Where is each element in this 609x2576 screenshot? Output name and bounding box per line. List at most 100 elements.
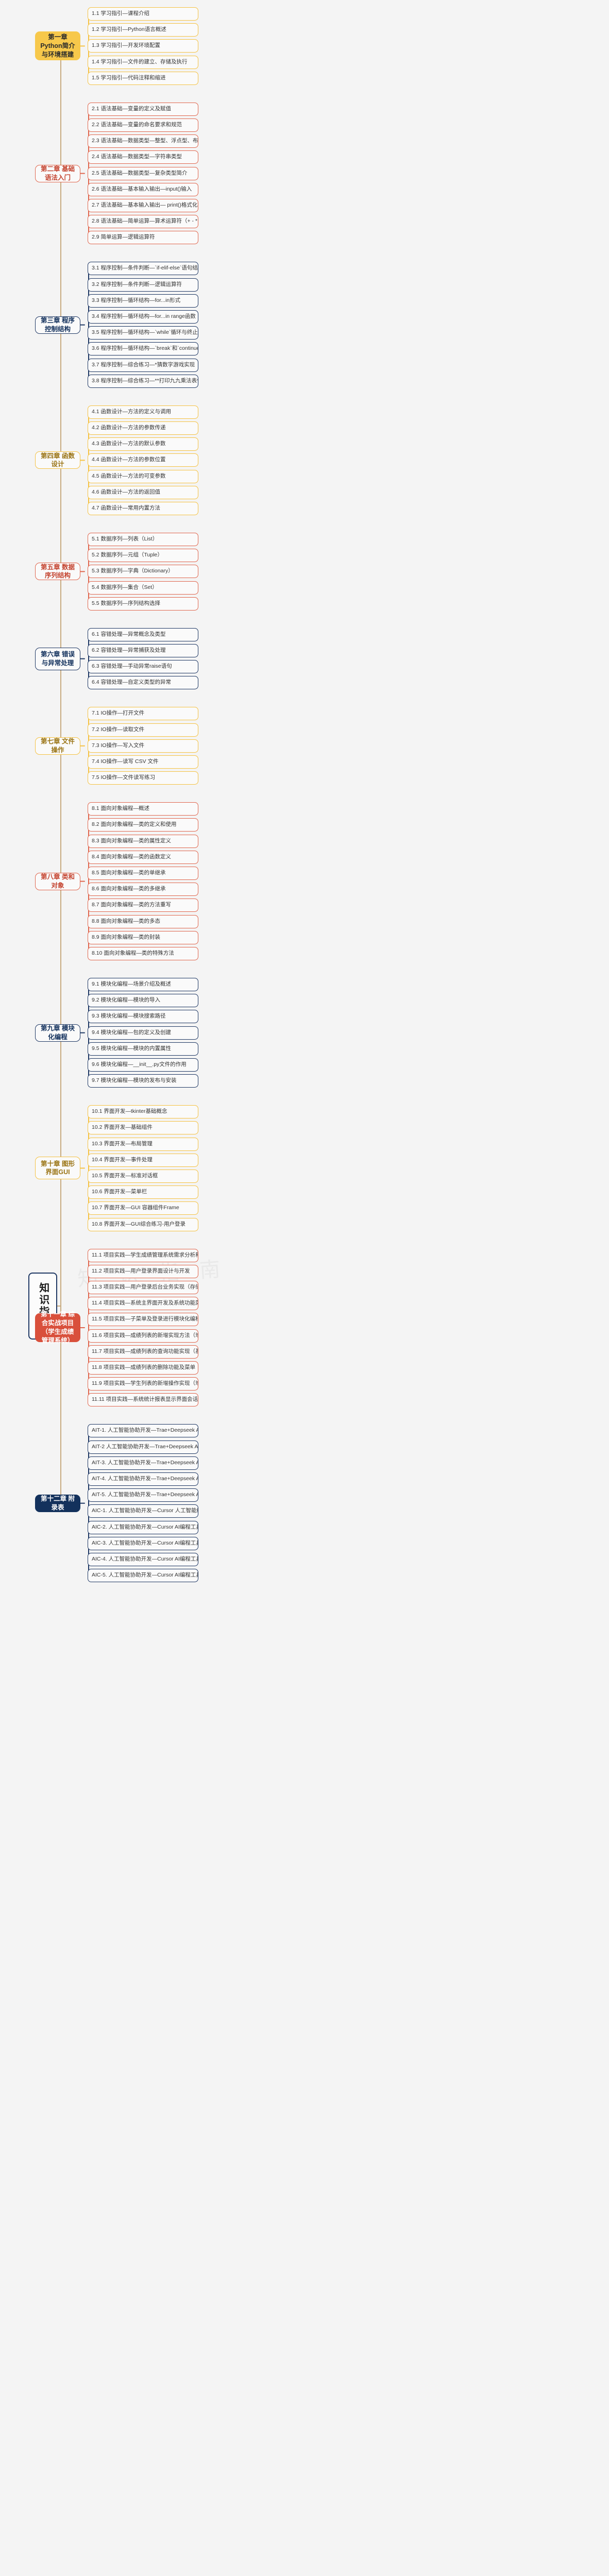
- leaf-node[interactable]: 5.5 数据序列—序列结构选择: [88, 597, 198, 611]
- leaf-node[interactable]: 3.7 程序控制—综合练习—*猜数字游戏实现: [88, 358, 198, 372]
- leaf-node[interactable]: 8.8 面向对象编程—类的多态: [88, 914, 198, 928]
- leaf-node[interactable]: 9.6 模块化编程—__init__.py文件的作用: [88, 1058, 198, 1072]
- leaf-node[interactable]: 4.3 函数设计—方法的默认参数: [88, 437, 198, 451]
- leaf-node[interactable]: 9.7 模块化编程—模块的发布与安装: [88, 1074, 198, 1088]
- leaf-node[interactable]: 8.1 面向对象编程—概述: [88, 802, 198, 816]
- leaf-node[interactable]: 10.7 界面开发—GUI 容器组件Frame: [88, 1201, 198, 1215]
- leaf-node[interactable]: 8.4 面向对象编程—类的函数定义: [88, 850, 198, 864]
- leaf-node[interactable]: 1.5 学习指引—代码注释和缩进: [88, 71, 198, 85]
- leaf-node[interactable]: AIC-2. 人工智能协助开发—Cursor AI编程工具下载及安装: [88, 1520, 198, 1534]
- leaf-node[interactable]: 7.5 IO操作—文件读写练习: [88, 771, 198, 785]
- leaf-node[interactable]: 11.9 项目实践—学生列表的新增操作实现（增、删、改、查）: [88, 1377, 198, 1391]
- leaf-node[interactable]: 11.11 项目实践—系统统计报表显示界面会话消息: [88, 1393, 198, 1407]
- leaf-node[interactable]: 5.4 数据序列—集合（Set）: [88, 581, 198, 595]
- leaf-node[interactable]: 3.3 程序控制—循环结构—for...in形式: [88, 294, 198, 308]
- leaf-node[interactable]: AIC-5. 人工智能协助开发—Cursor AI编程工具使用技巧三: [88, 1569, 198, 1583]
- leaf-node[interactable]: 11.3 项目实践—用户登录后台业务实现（存储、查询、初始化）: [88, 1281, 198, 1294]
- leaf-node[interactable]: 1.1 学习指引—课程介绍: [88, 7, 198, 21]
- leaf-node[interactable]: 2.3 语法基础—数据类型—整型、浮点型、布尔值: [88, 134, 198, 148]
- chapter-node-ch5[interactable]: 第五章 数据序列结构: [35, 563, 80, 581]
- leaf-node[interactable]: 4.4 函数设计—方法的参数位置: [88, 453, 198, 467]
- leaf-node[interactable]: 9.5 模块化编程—模块的内置属性: [88, 1042, 198, 1056]
- leaf-node[interactable]: 2.5 语法基础—数据类型—复杂类型简介: [88, 166, 198, 180]
- leaf-node[interactable]: 8.5 面向对象编程—类的单继承: [88, 867, 198, 880]
- leaf-node[interactable]: 1.3 学习指引—开发环境配置: [88, 39, 198, 53]
- leaf-node[interactable]: 4.1 函数设计—方法的定义与调用: [88, 405, 198, 419]
- leaf-node[interactable]: 4.7 函数设计—常用内置方法: [88, 502, 198, 515]
- leaf-node[interactable]: 9.3 模块化编程—模块搜索路径: [88, 1010, 198, 1024]
- leaf-node[interactable]: 2.9 简单运算—逻辑运算符: [88, 231, 198, 245]
- leaf-node[interactable]: 6.3 容错处理—手动异常raise语句: [88, 660, 198, 674]
- chapter-node-ch7[interactable]: 第七章 文件操作: [35, 737, 80, 755]
- leaf-node[interactable]: 7.1 IO操作—打开文件: [88, 707, 198, 721]
- leaf-node[interactable]: 3.4 程序控制—循环结构—for...in range函数: [88, 310, 198, 324]
- leaf-node[interactable]: 11.1 项目实践—学生成绩管理系统需求分析和模块层级分解: [88, 1248, 198, 1262]
- leaf-node[interactable]: 6.4 容错处理—自定义类型的异常: [88, 676, 198, 690]
- leaf-node[interactable]: AIT-4. 人工智能协助开发—Trae+Deepseek AI编程工具使用技巧…: [88, 1472, 198, 1486]
- leaf-node[interactable]: 3.2 程序控制—条件判断—逻辑运算符: [88, 278, 198, 292]
- leaf-node[interactable]: AIT-2 人工智能协助开发—Trae+Deepseek AI编程工具下载安装: [88, 1440, 198, 1454]
- leaf-node[interactable]: 2.6 语法基础—基本输入输出—input()输入: [88, 182, 198, 196]
- leaf-node[interactable]: 11.4 项目实践—系统主界面开发及系统功能菜单: [88, 1297, 198, 1311]
- leaf-node[interactable]: 9.2 模块化编程—模块的导入: [88, 994, 198, 1008]
- chapter-node-ch11[interactable]: 第十一章 综合实战项目（学生成绩管理系统）: [35, 1311, 80, 1344]
- leaf-node[interactable]: 1.2 学习指引—Python语言概述: [88, 23, 198, 37]
- chapter-node-ch10[interactable]: 第十章 图形界面GUI: [35, 1157, 80, 1180]
- chapter-node-ch8[interactable]: 第八章 类和对象: [35, 872, 80, 890]
- leaf-node[interactable]: 4.5 函数设计—方法的可变参数: [88, 469, 198, 483]
- leaf-node[interactable]: 2.7 语法基础—基本输入输出— print()格式化输出: [88, 199, 198, 212]
- leaf-node[interactable]: 2.4 语法基础—数据类型—字符串类型: [88, 150, 198, 164]
- leaf-node[interactable]: 8.7 面向对象编程—类的方法重写: [88, 899, 198, 912]
- leaf-node[interactable]: 10.5 界面开发—标准对话框: [88, 1170, 198, 1183]
- chapter-node-ch9[interactable]: 第九章 模块化编程: [35, 1024, 80, 1042]
- leaf-node[interactable]: 1.4 学习指引—文件的建立、存储及执行: [88, 55, 198, 69]
- leaf-node[interactable]: 9.4 模块化编程—包的定义及创建: [88, 1026, 198, 1040]
- leaf-node[interactable]: AIT-1. 人工智能协助开发—Trae+Deepseek AI编程工具介绍: [88, 1424, 198, 1438]
- leaf-node[interactable]: 7.2 IO操作—读取文件: [88, 723, 198, 737]
- leaf-node[interactable]: 10.6 界面开发—菜单栏: [88, 1185, 198, 1199]
- leaf-node[interactable]: 8.9 面向对象编程—类的封装: [88, 930, 198, 944]
- leaf-node[interactable]: 4.2 函数设计—方法的参数传递: [88, 421, 198, 435]
- leaf-node[interactable]: 3.6 程序控制—循环结构—`break`和`continue`关键字: [88, 342, 198, 356]
- leaf-node[interactable]: AIT-3. 人工智能协助开发—Trae+Deepseek AI编程工具使用技巧…: [88, 1456, 198, 1470]
- leaf-node[interactable]: 2.8 语法基础—简单运算—算术运算符（+ - * / %）: [88, 215, 198, 229]
- leaf-node[interactable]: 3.1 程序控制—条件判断—`if-elif-else`语句结构: [88, 262, 198, 276]
- leaf-node[interactable]: 11.8 项目实践—成绩列表的删除功能及菜单: [88, 1361, 198, 1375]
- chapter-node-ch6[interactable]: 第六章 错误与异常处理: [35, 647, 80, 670]
- leaf-node[interactable]: 8.6 面向对象编程—类的多继承: [88, 883, 198, 896]
- leaf-node[interactable]: 10.1 界面开发—tkinter基础概念: [88, 1105, 198, 1119]
- leaf-node[interactable]: 3.5 程序控制—循环结构—`while`循环与终止条件: [88, 326, 198, 340]
- leaf-node[interactable]: 11.7 项目实践—成绩列表的查询功能实现（基于文件存储）: [88, 1345, 198, 1359]
- leaf-node[interactable]: 7.3 IO操作—写入文件: [88, 739, 198, 753]
- leaf-node[interactable]: 2.1 语法基础—变量的定义及赋值: [88, 102, 198, 116]
- leaf-node[interactable]: 11.6 项目实践—成绩列表的新增实现方法（增、删、改、查）: [88, 1329, 198, 1343]
- leaf-node[interactable]: 10.2 界面开发—基础组件: [88, 1121, 198, 1135]
- leaf-node[interactable]: 5.1 数据序列—列表（List）: [88, 533, 198, 546]
- leaf-node[interactable]: 10.8 界面开发—GUI综合练习-用户登录: [88, 1217, 198, 1231]
- leaf-node[interactable]: 10.4 界面开发—事件处理: [88, 1153, 198, 1167]
- leaf-node[interactable]: 3.8 程序控制—综合练习—**打印九九乘法表**: [88, 374, 198, 388]
- leaf-node[interactable]: 10.3 界面开发—布局管理: [88, 1137, 198, 1151]
- leaf-node[interactable]: 9.1 模块化编程—场景介绍及概述: [88, 978, 198, 991]
- leaf-node[interactable]: 11.5 项目实践—子菜单及登录进行模块化编程改造: [88, 1313, 198, 1327]
- leaf-node[interactable]: AIT-5. 人工智能协助开发—Trae+Deepseek AI编程工具使用技巧…: [88, 1488, 198, 1502]
- chapter-node-ch2[interactable]: 第二章 基础语法入门: [35, 164, 80, 182]
- leaf-node[interactable]: 7.4 IO操作—读写 CSV 文件: [88, 755, 198, 769]
- leaf-node[interactable]: AIC-1. 人工智能协助开发—Cursor 人工智能编程工具介绍: [88, 1504, 198, 1518]
- leaf-node[interactable]: 11.2 项目实践—用户登录界面设计与开发: [88, 1264, 198, 1278]
- leaf-node[interactable]: 2.2 语法基础—变量的命名要求和规范: [88, 118, 198, 132]
- chapter-node-ch3[interactable]: 第三章 程序控制结构: [35, 316, 80, 334]
- leaf-node[interactable]: 5.3 数据序列—字典（Dictionary）: [88, 565, 198, 579]
- chapter-node-ch1[interactable]: 第一章 Python简介与环境搭建: [35, 31, 80, 61]
- leaf-node[interactable]: 6.1 容错处理—异常概念及类型: [88, 628, 198, 641]
- leaf-node[interactable]: AIC-3. 人工智能协助开发—Cursor AI编程工具使用技巧一: [88, 1536, 198, 1550]
- chapter-node-ch12[interactable]: 第十二章 附录表: [35, 1494, 80, 1512]
- chapter-node-ch4[interactable]: 第四章 函数设计: [35, 451, 80, 469]
- leaf-node[interactable]: 5.2 数据序列—元组（Tuple）: [88, 549, 198, 563]
- leaf-node[interactable]: 8.3 面向对象编程—类的属性定义: [88, 834, 198, 848]
- leaf-node[interactable]: 8.10 面向对象编程—类的特殊方法: [88, 947, 198, 960]
- leaf-node[interactable]: AIC-4. 人工智能协助开发—Cursor AI编程工具使用技巧二: [88, 1553, 198, 1566]
- leaf-node[interactable]: 8.2 面向对象编程—类的定义和使用: [88, 818, 198, 832]
- leaf-node[interactable]: 4.6 函数设计—方法的返回值: [88, 485, 198, 499]
- leaf-node[interactable]: 6.2 容错处理—异常捕获及处理: [88, 644, 198, 657]
